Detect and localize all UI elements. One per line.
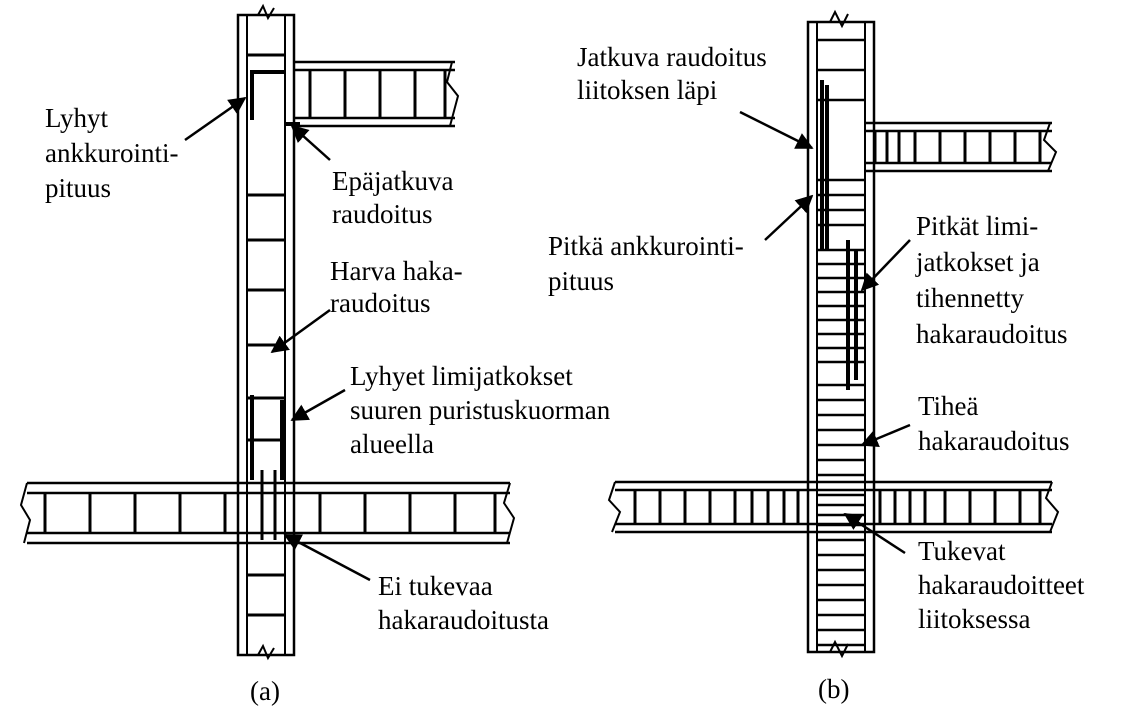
b-dense-hoops-line: Tiheä bbox=[918, 391, 979, 421]
b-long-anchorage-line: Pitkä ankkurointi- bbox=[548, 231, 744, 261]
b-continuous-line: Jatkuva raudoitus bbox=[577, 42, 767, 72]
arrow-a-discontinuous bbox=[290, 124, 331, 161]
caption-panel-b: (b) bbox=[818, 674, 849, 704]
panel-a-upper-beam bbox=[285, 60, 460, 128]
arrow-a-no-hoops bbox=[283, 533, 371, 582]
b-joint-hoops-line: liitoksessa bbox=[918, 604, 1031, 634]
panel-b-upper-beam bbox=[865, 121, 1058, 173]
label-b-dense-hoops: Tiheä hakaraudoitus bbox=[918, 391, 1069, 456]
a-sparse-hoops-line: raudoitus bbox=[330, 288, 431, 318]
panel-b-column bbox=[806, 9, 876, 659]
a-short-anchorage-line: pituus bbox=[45, 173, 111, 203]
label-a-no-hoops: Ei tukevaa hakaraudoitusta bbox=[378, 571, 549, 635]
a-no-hoops-line: Ei tukevaa bbox=[378, 571, 493, 601]
b-joint-hoops-line: Tukevat bbox=[918, 536, 1006, 566]
a-short-laps-line: suuren puristuskuorman bbox=[350, 395, 611, 425]
a-short-anchorage-line: Lyhyt bbox=[45, 103, 109, 133]
b-long-anchorage-line: pituus bbox=[548, 266, 614, 296]
a-discontinuous-line: Epäjatkuva bbox=[332, 166, 453, 196]
label-a-short-anchorage: Lyhyt ankkurointi-pituus bbox=[45, 103, 178, 203]
panel-b-lower-beam bbox=[607, 480, 1060, 534]
arrow-a-short-laps bbox=[290, 388, 346, 422]
b-continuous-line: liitoksen läpi bbox=[577, 75, 717, 105]
a-discontinuous-line: raudoitus bbox=[332, 199, 433, 229]
label-b-long-laps: Pitkät limi-jatkokset ja tihennetty hakara… bbox=[915, 211, 1067, 349]
b-long-laps-line: hakaraudoitus bbox=[916, 319, 1067, 349]
a-short-laps-line: alueella bbox=[350, 429, 434, 459]
b-long-laps-line: Pitkät limi- bbox=[916, 211, 1038, 241]
arrow-b-dense-hoops bbox=[860, 423, 911, 448]
a-short-anchorage-line: ankkurointi- bbox=[45, 138, 178, 168]
b-dense-hoops-line: hakaraudoitus bbox=[918, 426, 1069, 456]
b-long-laps-line: tihennetty bbox=[916, 283, 1024, 313]
a-no-hoops-line: hakaraudoitusta bbox=[378, 605, 549, 635]
a-sparse-hoops-line: Harva haka- bbox=[330, 256, 463, 286]
b-long-laps-line: jatkokset ja bbox=[915, 247, 1040, 277]
label-a-sparse-hoops: Harva haka-raudoitus bbox=[330, 256, 463, 318]
caption-panel-a: (a) bbox=[250, 676, 280, 706]
arrow-a-short-anchorage bbox=[184, 96, 247, 142]
arrow-b-continuous bbox=[739, 110, 814, 150]
b-joint-hoops-line: hakaraudoitteet bbox=[918, 570, 1085, 600]
label-b-long-anchorage: Pitkä ankkurointi-pituus bbox=[548, 231, 744, 296]
panel-a-lower-beam bbox=[19, 481, 516, 545]
arrow-b-joint-hoops bbox=[843, 512, 906, 555]
panel-a-column bbox=[236, 3, 296, 661]
arrow-a-sparse-hoops bbox=[270, 308, 331, 354]
label-b-joint-hoops: Tukevat hakaraudoitteet liitoksessa bbox=[918, 536, 1085, 634]
label-a-short-laps: Lyhyet limijatkokset suuren puristuskuorm… bbox=[350, 361, 611, 459]
pointer-arrows bbox=[184, 96, 911, 582]
a-short-laps-line: Lyhyet limijatkokset bbox=[350, 361, 573, 391]
arrow-b-long-anchorage bbox=[764, 194, 814, 241]
arrow-b-long-laps bbox=[860, 239, 911, 292]
